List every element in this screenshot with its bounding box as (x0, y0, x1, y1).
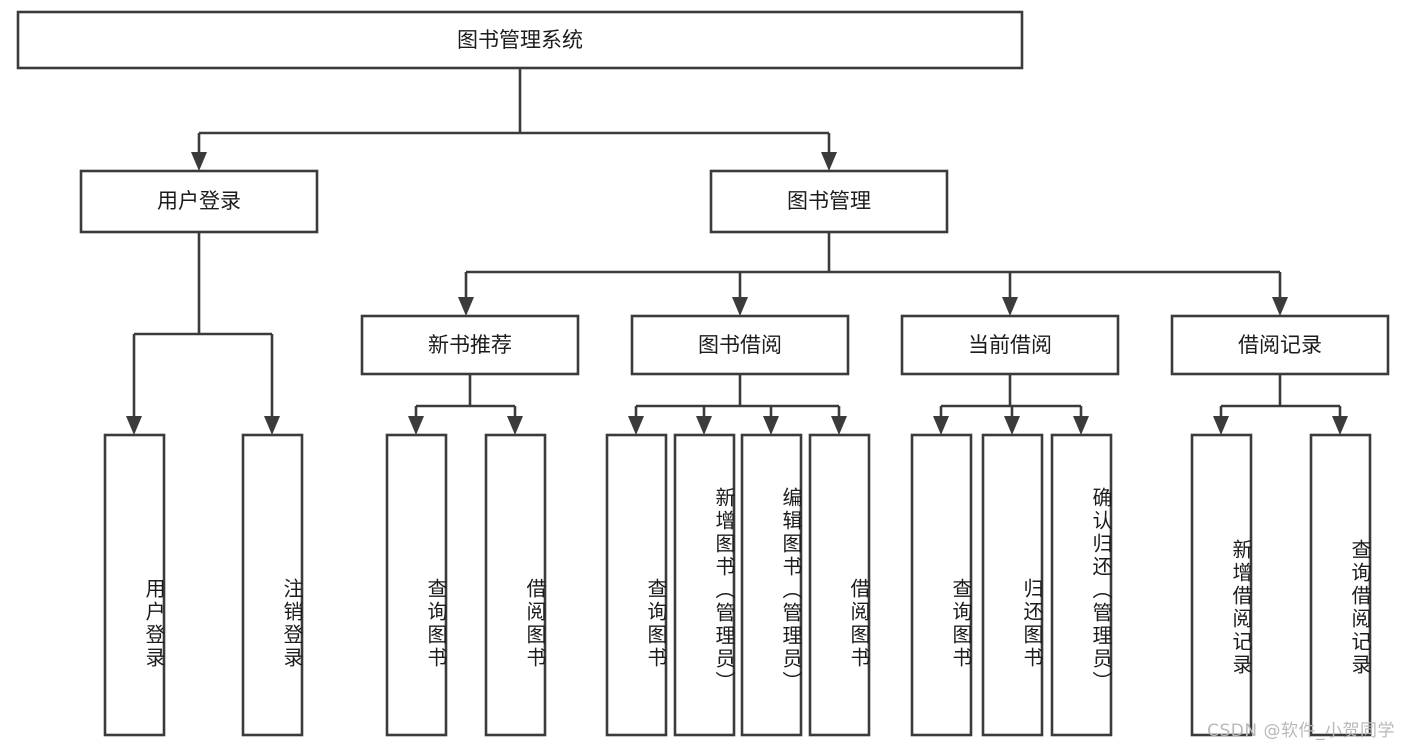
node-book-management[interactable]: 图书管理 (709, 169, 949, 234)
leaf-return-book-box[interactable] (981, 433, 1044, 737)
leaf-logout-login-box[interactable] (241, 433, 304, 737)
node-book-management-box[interactable] (709, 169, 949, 234)
node-current-borrow-box[interactable] (900, 314, 1120, 376)
node-new-book-recommend-label: 新书推荐 (428, 333, 512, 357)
csdn-watermark: CSDN @软件_小贺同学 (1207, 721, 1395, 741)
arrow-head-user-login (191, 152, 207, 171)
arrow-head-current-borrow (1002, 297, 1018, 316)
arrow-head-leaf-borrow-book-recommend (507, 416, 523, 435)
node-new-book-recommend-box[interactable] (360, 314, 580, 376)
leaf-borrow-book-recommend-box[interactable] (484, 433, 547, 737)
arrow-head-new-book-recommend (458, 297, 474, 316)
leaf-user-login-box[interactable] (103, 433, 166, 737)
node-new-book-recommend[interactable]: 新书推荐 (360, 314, 580, 376)
leaf-query-book-current-box[interactable] (910, 433, 973, 737)
arrow-head-leaf-borrow-book (831, 416, 847, 435)
arrow-head-borrow-record (1272, 297, 1288, 316)
leaf-borrow-book-box[interactable] (808, 433, 871, 737)
node-borrow-record-box[interactable] (1170, 314, 1390, 376)
leaf-box-group (103, 433, 1372, 737)
leaf-confirm-return-admin-box[interactable] (1050, 433, 1113, 737)
leaf-add-book-admin-box[interactable] (673, 433, 736, 737)
node-book-borrow-box[interactable] (630, 314, 850, 376)
arrow-head-leaf-edit-book-admin (763, 416, 779, 435)
leaf-add-borrow-record-box[interactable] (1190, 433, 1253, 737)
node-book-borrow-label: 图书借阅 (698, 333, 782, 357)
arrow-head-leaf-add-book-admin (696, 416, 712, 435)
arrow-head-leaf-query-borrow-record (1332, 416, 1348, 435)
node-book-management-label: 图书管理 (787, 189, 871, 213)
leaf-query-book-borrow-box[interactable] (605, 433, 668, 737)
arrow-head-leaf-return-book (1004, 416, 1020, 435)
arrow-head-leaf-logout-login (264, 416, 280, 435)
leaf-edit-book-admin-box[interactable] (740, 433, 803, 737)
arrow-head-book-management (821, 152, 837, 171)
arrow-head-leaf-query-book-recommend (408, 416, 424, 435)
connector-group (126, 68, 1348, 435)
arrow-head-book-borrow (732, 297, 748, 316)
arrow-head-leaf-query-book-borrow (628, 416, 644, 435)
arrow-head-leaf-query-book-current (933, 416, 949, 435)
arrow-head-leaf-user-login (126, 416, 142, 435)
node-borrow-record[interactable]: 借阅记录 (1170, 314, 1390, 376)
node-current-borrow-label: 当前借阅 (968, 333, 1052, 357)
node-user-login-box[interactable] (79, 169, 319, 234)
leaf-query-book-recommend-box[interactable] (385, 433, 448, 737)
node-root[interactable]: 图书管理系统 (16, 10, 1024, 70)
arrow-head-leaf-confirm-return-admin (1073, 416, 1089, 435)
node-root-box[interactable] (16, 10, 1024, 70)
node-current-borrow[interactable]: 当前借阅 (900, 314, 1120, 376)
node-book-borrow[interactable]: 图书借阅 (630, 314, 850, 376)
leaf-query-borrow-record-box[interactable] (1309, 433, 1372, 737)
arrow-head-leaf-add-borrow-record (1213, 416, 1229, 435)
node-root-label: 图书管理系统 (457, 28, 583, 52)
node-borrow-record-label: 借阅记录 (1238, 333, 1322, 357)
node-user-login[interactable]: 用户登录 (79, 169, 319, 234)
node-user-login-label: 用户登录 (157, 189, 241, 213)
